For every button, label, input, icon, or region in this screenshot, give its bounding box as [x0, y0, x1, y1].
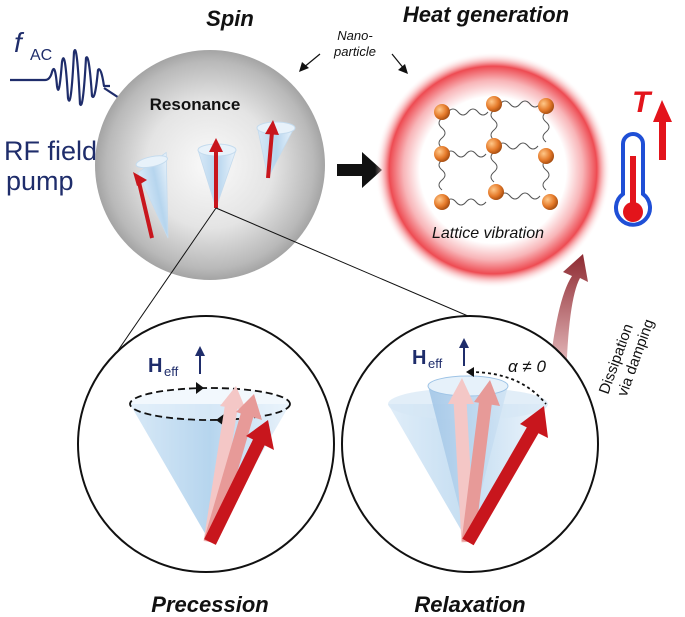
heat-generation-title: Heat generation: [403, 2, 569, 27]
precession-title: Precession: [151, 592, 268, 617]
heat-nanoparticle: [375, 52, 611, 288]
rf-field-label: RF field: [4, 136, 97, 166]
alpha-label: α ≠ 0: [508, 357, 546, 376]
precession-arrows: [203, 386, 274, 545]
f-subscript: AC: [30, 47, 52, 64]
spin-title: Spin: [206, 6, 254, 31]
dissipation-label: Dissipation via damping: [596, 317, 658, 399]
atom: [538, 98, 554, 114]
heff-arrow-icon: [195, 346, 205, 374]
lattice: [434, 96, 558, 210]
temperature-label: T: [632, 86, 653, 119]
atom: [486, 96, 502, 112]
resonance-label: Resonance: [150, 95, 241, 114]
precession-heff-label: H eff: [148, 355, 179, 379]
atom: [538, 148, 554, 164]
relaxation-title: Relaxation: [414, 592, 525, 617]
nano-pointer-arrows: [299, 53, 408, 74]
atom: [542, 194, 558, 210]
relaxation-arrows: [448, 378, 548, 546]
heff-h: H: [412, 347, 426, 369]
atom: [434, 104, 450, 120]
thermometer-icon: [614, 132, 652, 227]
heff-sub: eff: [164, 364, 179, 379]
atom: [434, 194, 450, 210]
heff-h: H: [148, 355, 162, 377]
atom: [434, 146, 450, 162]
heff-arrow-icon: [459, 338, 469, 366]
spin-cone-left: [133, 151, 169, 239]
right-arrow-icon: [337, 152, 382, 188]
atom: [488, 184, 504, 200]
nano-label-line2: particle: [333, 44, 376, 59]
atom: [486, 138, 502, 154]
pump-label: pump: [6, 166, 74, 196]
spin-cone-right: [256, 120, 296, 180]
f-symbol: f: [14, 27, 25, 58]
relaxation-heff-label: H eff: [412, 347, 443, 371]
nano-label-line1: Nano-: [337, 28, 373, 43]
fac-label: f AC: [14, 27, 52, 64]
spin-cone-middle: [197, 138, 237, 210]
temperature-up-arrow: [653, 100, 672, 160]
heff-sub: eff: [428, 356, 443, 371]
lattice-vibration-label: Lattice vibration: [432, 225, 544, 242]
